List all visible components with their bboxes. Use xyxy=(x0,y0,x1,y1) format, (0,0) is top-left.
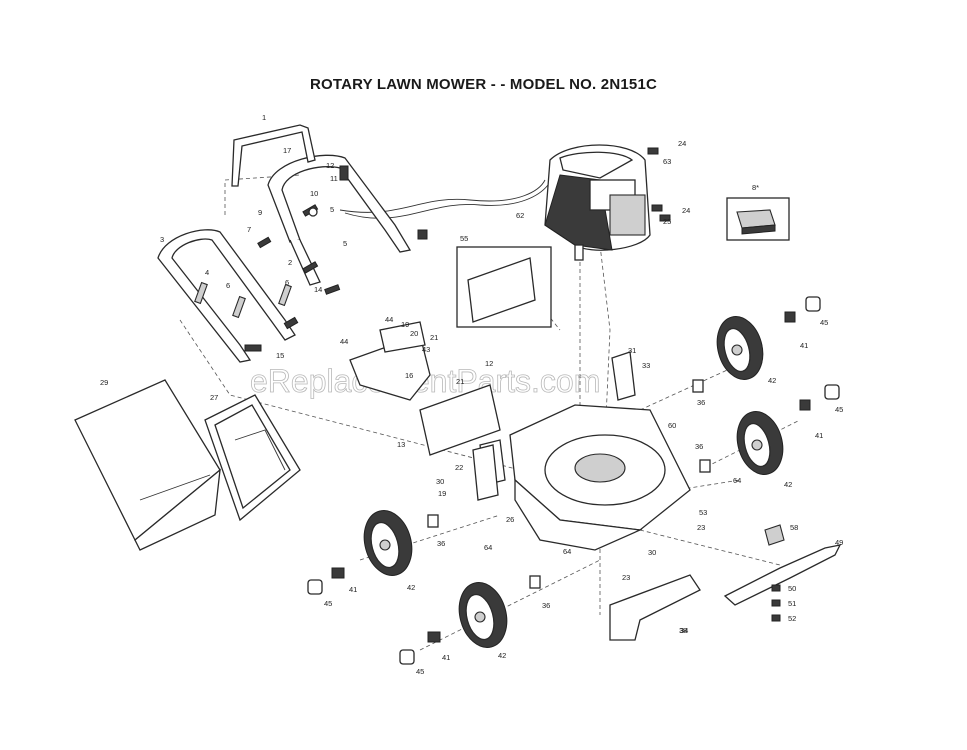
callout-c42c: 42 xyxy=(407,583,415,592)
lower-handle xyxy=(157,229,296,363)
callout-c33: 33 xyxy=(642,361,650,370)
callout-c19a: 19 xyxy=(401,320,409,329)
callout-c7: 7 xyxy=(247,225,251,234)
callout-c29: 29 xyxy=(100,378,108,387)
callout-c30b: 30 xyxy=(648,548,656,557)
callout-c42b: 42 xyxy=(784,480,792,489)
callout-c45a: 45 xyxy=(820,318,828,327)
callout-c1: 1 xyxy=(262,113,266,122)
callout-c41a: 41 xyxy=(800,341,808,350)
control-bail xyxy=(231,124,316,187)
baffle xyxy=(609,574,701,641)
callout-c41b: 41 xyxy=(815,431,823,440)
callout-c5b: 5 xyxy=(343,239,347,248)
blade-assembly xyxy=(723,524,842,622)
callout-c24b: 24 xyxy=(682,206,690,215)
callout-c14: 14 xyxy=(314,285,322,294)
callout-c38: 38 xyxy=(679,626,687,635)
wheel-front-right xyxy=(736,411,784,475)
wheel-front-left xyxy=(458,582,508,648)
callout-c30a: 30 xyxy=(436,477,444,486)
grass-bag xyxy=(74,379,221,551)
rear-deflector-bracket xyxy=(349,321,501,456)
wheel-hardware xyxy=(307,296,840,665)
engine-hardware xyxy=(647,147,671,222)
callout-c20: 20 xyxy=(410,329,418,338)
callout-c22: 22 xyxy=(455,463,463,472)
callout-c49: 49 xyxy=(835,538,843,547)
callout-c10: 10 xyxy=(310,189,318,198)
callout-c3: 3 xyxy=(160,235,164,244)
air-filter-inset xyxy=(726,197,790,241)
callout-c45b: 45 xyxy=(835,405,843,414)
callout-c12a: 12 xyxy=(326,161,334,170)
diagram-title: ROTARY LAWN MOWER - - MODEL NO. 2N151C xyxy=(309,76,658,93)
mower-deck xyxy=(479,404,691,551)
callout-c36c: 36 xyxy=(437,539,445,548)
wheel-rear-right xyxy=(716,316,764,380)
callout-c36a: 36 xyxy=(697,398,705,407)
callout-labels: 1 17 12 11 10 9 7 3 4 6 6 2 5 5 14 15 44… xyxy=(100,113,843,676)
callout-c41c: 41 xyxy=(349,585,357,594)
callout-c34: 34 xyxy=(680,626,688,635)
upper-handle xyxy=(267,154,412,286)
callout-c25: 25 xyxy=(663,217,671,226)
callout-c24a: 24 xyxy=(678,139,686,148)
callout-c9: 9 xyxy=(258,208,262,217)
callout-c62: 62 xyxy=(516,211,524,220)
callout-c44b: 44 xyxy=(340,337,348,346)
callout-c42a: 42 xyxy=(768,376,776,385)
callout-c6b: 6 xyxy=(285,278,289,287)
callout-c55: 55 xyxy=(460,234,468,243)
callout-c11: 11 xyxy=(330,174,338,183)
callout-c53: 53 xyxy=(699,508,707,517)
callout-c44a: 44 xyxy=(385,315,393,324)
callout-c50: 50 xyxy=(788,584,796,593)
callout-c42d: 42 xyxy=(498,651,506,660)
callout-c15: 15 xyxy=(276,351,284,360)
callout-c17: 17 xyxy=(283,146,291,155)
callout-c63: 63 xyxy=(663,157,671,166)
callout-c19b: 19 xyxy=(438,489,446,498)
callout-c8: 8* xyxy=(752,183,759,192)
callout-c16: 16 xyxy=(405,371,413,380)
callout-c21a: 21 xyxy=(430,333,438,342)
height-adjust-brackets xyxy=(472,351,636,501)
callout-c58: 58 xyxy=(790,523,798,532)
decal-inset xyxy=(456,246,552,328)
callout-c26: 26 xyxy=(506,515,514,524)
callout-c2: 2 xyxy=(288,258,292,267)
callout-c64a: 64 xyxy=(733,476,741,485)
callout-c5a: 5 xyxy=(330,205,334,214)
callout-c23b: 23 xyxy=(622,573,630,582)
callout-c13: 13 xyxy=(397,440,405,449)
callout-c51: 51 xyxy=(788,599,796,608)
wheel-rear-left xyxy=(363,510,413,576)
callout-c52: 52 xyxy=(788,614,796,623)
callout-c60: 60 xyxy=(668,421,676,430)
callout-c36d: 36 xyxy=(542,601,550,610)
handle-hardware xyxy=(194,165,428,352)
bag-frame xyxy=(204,394,301,522)
callout-c21b: 21 xyxy=(456,377,464,386)
callout-c6a: 6 xyxy=(226,281,230,290)
callout-c45c: 45 xyxy=(324,599,332,608)
callout-c31: 31 xyxy=(628,346,636,355)
callout-c4: 4 xyxy=(205,268,209,277)
callout-c41d: 41 xyxy=(442,653,450,662)
callout-c12b: 12 xyxy=(485,359,493,368)
callout-c64c: 64 xyxy=(563,547,571,556)
callout-c64b: 64 xyxy=(484,543,492,552)
callout-c43: 43 xyxy=(422,345,430,354)
engine xyxy=(544,144,651,261)
callout-c23a: 23 xyxy=(697,523,705,532)
callout-c27: 27 xyxy=(210,393,218,402)
callout-c45d: 45 xyxy=(416,667,424,676)
callout-c36b: 36 xyxy=(695,442,703,451)
